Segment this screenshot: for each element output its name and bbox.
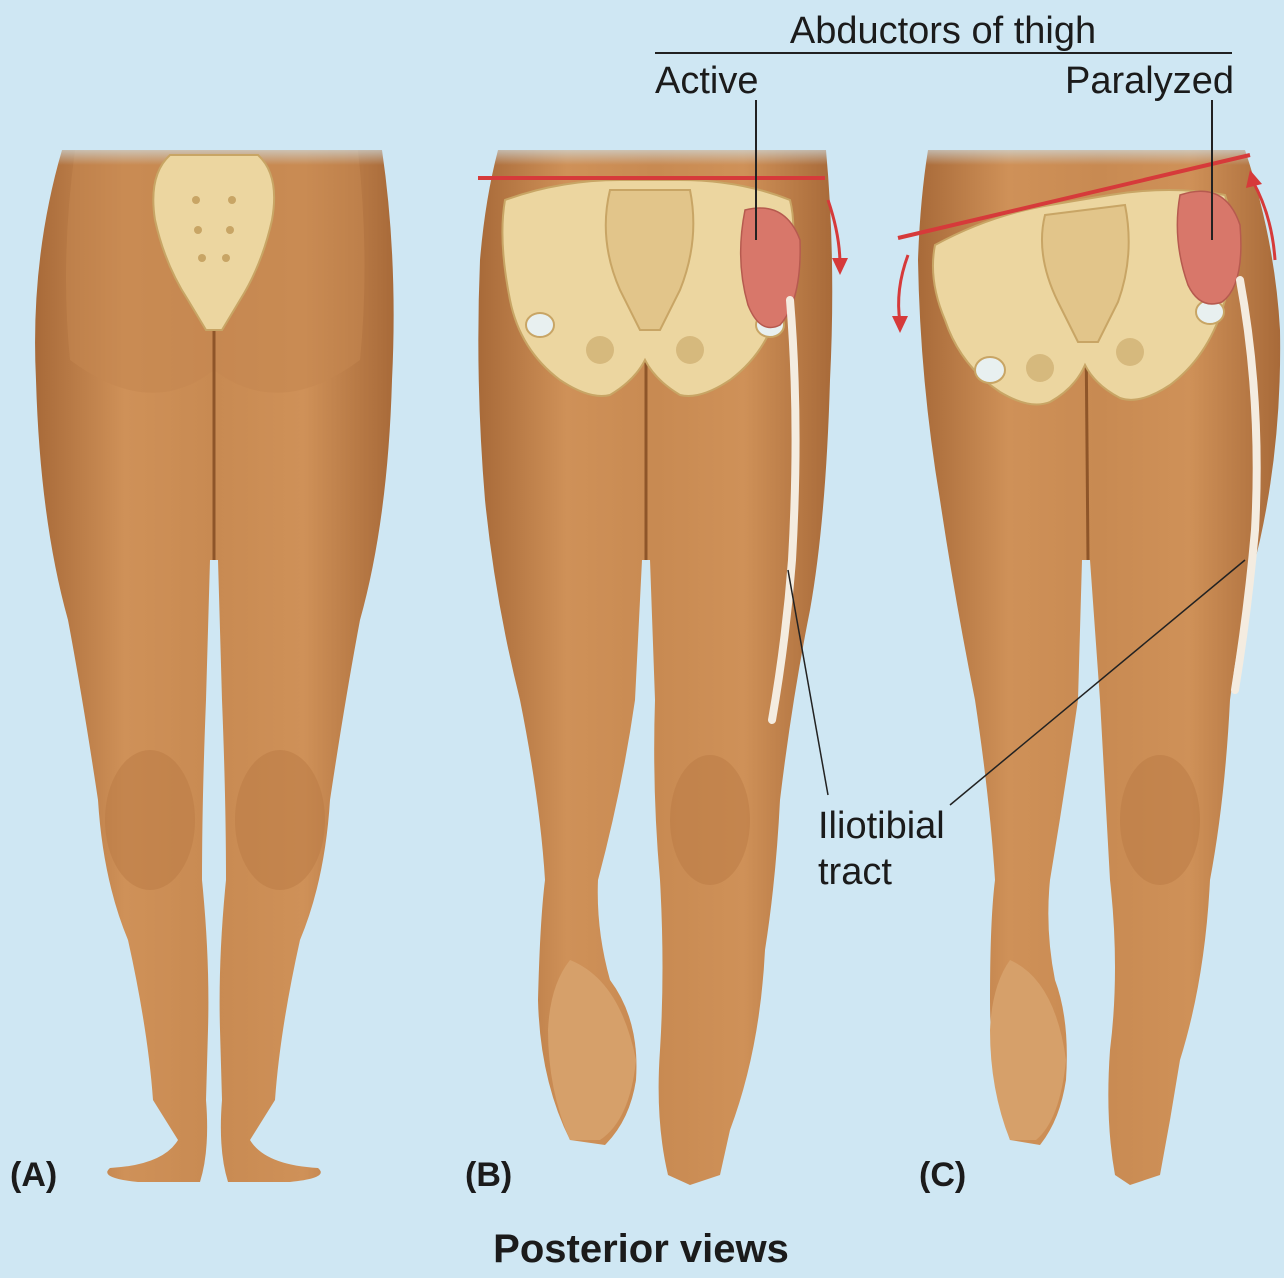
panel-label-b: (B) [465, 1156, 512, 1194]
label-iliotibial: Iliotibial [818, 805, 945, 847]
label-active: Active [655, 60, 758, 102]
panel-label-c: (C) [919, 1156, 966, 1194]
label-paralyzed: Paralyzed [1065, 60, 1234, 102]
caption: Posterior views [493, 1227, 789, 1271]
panel-label-a: (A) [10, 1156, 57, 1194]
label-tract: tract [818, 851, 892, 893]
header-label: Abductors of thigh [790, 10, 1096, 52]
arrow-down-icon [892, 255, 908, 333]
